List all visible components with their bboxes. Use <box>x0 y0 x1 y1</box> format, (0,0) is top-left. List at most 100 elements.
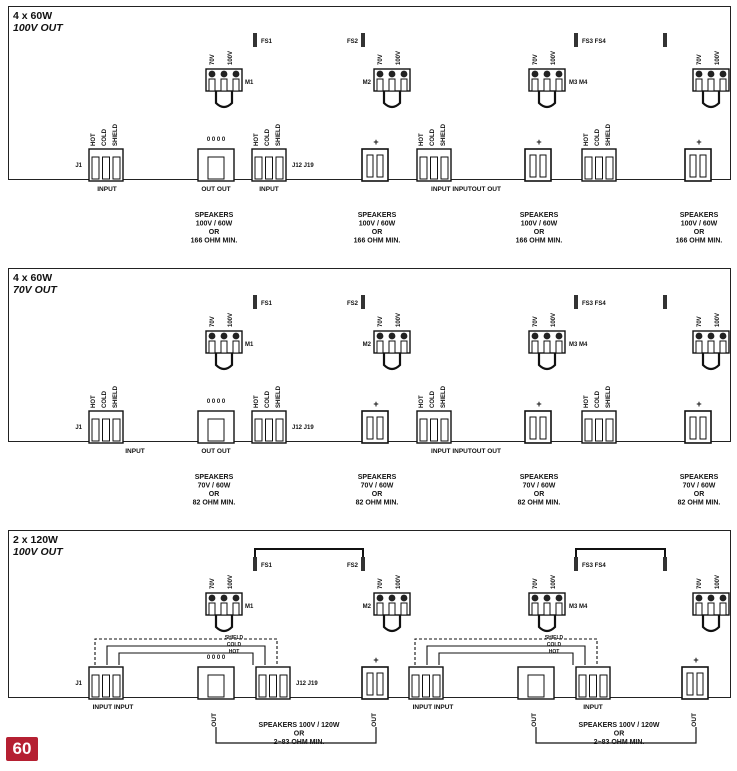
fuse-bridge-wire <box>575 548 666 557</box>
connector-pin <box>440 418 449 442</box>
connector-pin <box>605 418 614 442</box>
fuse-label: FS2 <box>347 301 359 307</box>
terminal-screw <box>695 332 703 340</box>
terminal-screw <box>400 594 408 602</box>
panel-title: 2 x 120W <box>13 534 58 546</box>
pin-label: SHIELD <box>441 385 447 408</box>
speaker-pin <box>366 416 374 440</box>
fuse-bridge-wire <box>254 548 364 557</box>
speaker-note: 82 OHM MIN. <box>518 500 561 507</box>
jumper-link <box>382 615 402 633</box>
speaker-pin <box>376 416 384 440</box>
fuse-symbol <box>253 557 257 571</box>
tap-label: 100V <box>715 575 721 589</box>
speaker-pin <box>539 154 547 178</box>
terminal-screw <box>400 332 408 340</box>
terminal-screw <box>719 594 727 602</box>
speaker-note: OR <box>534 229 545 236</box>
pin-label: HOT <box>254 395 260 408</box>
fuse-symbol <box>663 557 667 571</box>
bus-wire <box>94 638 278 665</box>
pin-label: HOT <box>91 395 97 408</box>
tap-label: 70V <box>697 578 703 589</box>
speaker-pin <box>376 672 384 696</box>
input-label: INPUT INPUT <box>93 704 134 711</box>
out-label: OUT OUT <box>201 186 230 193</box>
jumper-link <box>701 91 721 109</box>
tap-label: 100V <box>551 313 557 327</box>
terminal-slot <box>388 340 396 354</box>
fuse-symbol <box>361 295 365 309</box>
jumper-link <box>537 615 557 633</box>
speaker-note: OR <box>534 491 545 498</box>
input-label: INPUT INPUTOUT OUT <box>431 186 501 193</box>
output-pin <box>207 418 225 442</box>
pin-label: COLD <box>265 128 271 146</box>
terminal-screw <box>719 70 727 78</box>
speaker-note: SPEAKERS <box>680 212 719 219</box>
speaker-connector <box>361 148 389 182</box>
speaker-note: 82 OHM MIN. <box>193 500 236 507</box>
connector-pin <box>589 674 597 698</box>
terminal-screw <box>220 70 228 78</box>
speaker-pin <box>366 154 374 178</box>
speaker-pin <box>689 154 697 178</box>
terminal-slot <box>400 340 408 354</box>
bus-label: HOT <box>549 649 560 655</box>
out-label: OUT <box>211 713 218 727</box>
terminal-slot <box>232 602 240 616</box>
speaker-note: 166 OHM MIN. <box>191 238 238 245</box>
tap-label: 100V <box>228 575 234 589</box>
tap-label: 100V <box>228 313 234 327</box>
connector-pin <box>432 674 441 698</box>
panel-subtitle: 100V OUT <box>13 546 63 558</box>
module-label: M1 <box>245 80 254 86</box>
pin-label: COLD <box>595 128 601 146</box>
fuse-symbol <box>663 33 667 47</box>
connector-id-label: 0 0 0 0 <box>207 655 226 661</box>
speaker-note: 100V / 60W <box>359 221 396 228</box>
connector-pin <box>112 418 121 442</box>
bus-label: COLD <box>227 642 242 648</box>
bus-label: SHIELD <box>225 635 244 641</box>
fuse-label: FS3 FS4 <box>582 563 606 569</box>
pin-label: SHIELD <box>276 123 282 146</box>
speaker-note: 100V / 60W <box>521 221 558 228</box>
speaker-note: OR <box>209 491 220 498</box>
plus-sign: + <box>373 399 378 409</box>
terminal-screw <box>555 332 563 340</box>
pin-label: COLD <box>430 390 436 408</box>
fuse-symbol <box>361 33 365 47</box>
jumper-link <box>537 91 557 109</box>
terminal-screw <box>388 70 396 78</box>
connector-pin <box>91 156 100 180</box>
tap-label: 70V <box>210 578 216 589</box>
terminal-screw <box>232 70 240 78</box>
connector-pin <box>411 674 420 698</box>
connector-pin <box>430 156 438 180</box>
speaker-connector <box>681 666 709 700</box>
connector-pin <box>91 674 100 698</box>
connector-pin <box>419 156 428 180</box>
terminal-screw <box>555 594 563 602</box>
speaker-connector <box>684 410 712 444</box>
speaker-note: SPEAKERS 100V / 120W <box>259 722 340 729</box>
terminal-screw <box>719 332 727 340</box>
connector-id-label: 0 0 0 0 <box>207 137 226 143</box>
terminal-screw <box>388 332 396 340</box>
speaker-note: 70V / 60W <box>683 483 716 490</box>
module-label: M1 <box>245 342 254 348</box>
terminal-slot <box>220 602 228 616</box>
jack-label: J1 <box>75 425 82 431</box>
connector-pin <box>419 418 428 442</box>
speaker-pin <box>699 154 707 178</box>
terminal-slot <box>719 340 727 354</box>
connector-pin <box>584 156 593 180</box>
terminal-slot <box>555 78 563 92</box>
terminal-screw <box>376 70 384 78</box>
out-label: OUT <box>371 713 378 727</box>
speaker-note: SPEAKERS <box>195 474 234 481</box>
tap-label: 100V <box>396 575 402 589</box>
